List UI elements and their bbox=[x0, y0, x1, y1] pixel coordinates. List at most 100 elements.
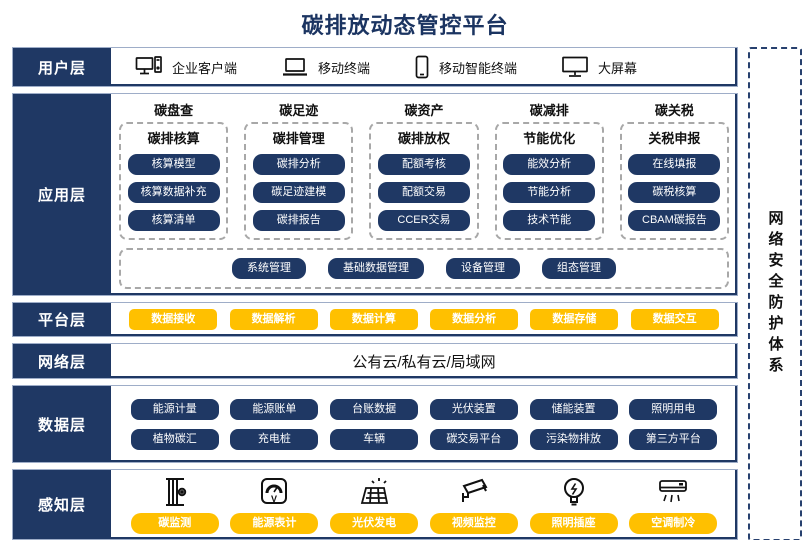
perception-item: 视频监控 bbox=[429, 476, 518, 534]
data-chip: 污染物排放 bbox=[529, 428, 618, 450]
app-module-chip: 配额考核 bbox=[377, 154, 470, 175]
platform-chip: 数据接收 bbox=[129, 309, 218, 330]
svg-text:V: V bbox=[271, 494, 277, 504]
perception-item: 光伏发电 bbox=[330, 476, 419, 534]
perception-layer: 感知层 碳监测 bbox=[12, 469, 738, 540]
big-screen-icon bbox=[561, 55, 589, 79]
energy-meter-icon: V bbox=[257, 476, 291, 508]
user-item: 移动终端 bbox=[281, 56, 370, 78]
app-column: 碳资产 碳排放权 配额考核 配额交易 CCER交易 bbox=[369, 100, 479, 240]
user-item-label: 大屏幕 bbox=[598, 60, 638, 76]
data-chip: 充电桩 bbox=[230, 428, 319, 450]
user-item: 移动智能终端 bbox=[414, 55, 517, 79]
data-chip: 光伏装置 bbox=[429, 398, 518, 420]
data-chip: 车辆 bbox=[330, 428, 419, 450]
perception-item: V 能源表计 bbox=[230, 476, 319, 534]
platform-chip: 数据交互 bbox=[630, 309, 719, 330]
app-column-subtitle: 关税申报 bbox=[648, 131, 701, 146]
app-column: 碳盘查 碳排核算 核算模型 核算数据补充 核算清单 bbox=[119, 100, 229, 240]
platform-chip: 数据解析 bbox=[229, 309, 318, 330]
app-common-box: 系统管理 基础数据管理 设备管理 组态管理 bbox=[119, 248, 729, 289]
data-layer-content: 能源计量 能源账单 台账数据 光伏装置 储能装置 照明用电 植物碳汇 充电桩 车… bbox=[111, 386, 737, 462]
diagram-body: 用户层 企业客户端 bbox=[0, 47, 810, 540]
user-layer-content: 企业客户端 移动终端 bbox=[111, 48, 737, 86]
perception-layer-label: 感知层 bbox=[13, 470, 111, 539]
data-chip: 植物碳汇 bbox=[130, 428, 219, 450]
data-chip: 能源计量 bbox=[130, 398, 219, 420]
app-column-title: 碳关税 bbox=[654, 103, 694, 118]
user-item-label: 移动终端 bbox=[318, 60, 371, 76]
network-layer: 网络层 公有云/私有云/局域网 bbox=[12, 343, 738, 379]
network-layer-text: 公有云/私有云/局域网 bbox=[352, 353, 496, 371]
security-box-label: 网络安全防护体系 bbox=[766, 210, 784, 378]
data-chip: 台账数据 bbox=[330, 398, 419, 420]
user-item-label: 移动智能终端 bbox=[439, 60, 518, 76]
app-column: 碳足迹 碳排管理 碳排分析 碳足迹建模 碳排报告 bbox=[244, 100, 354, 240]
app-column-box: 碳排放权 配额考核 配额交易 CCER交易 bbox=[369, 122, 479, 240]
platform-layer-content: 数据接收 数据解析 数据计算 数据分析 数据存储 数据交互 bbox=[111, 303, 737, 336]
app-column-subtitle: 节能优化 bbox=[523, 131, 576, 146]
perception-item: 碳监测 bbox=[130, 476, 219, 534]
app-column-title: 碳盘查 bbox=[154, 103, 194, 118]
app-common-chip: 设备管理 bbox=[446, 258, 520, 279]
app-module-chip: 配额交易 bbox=[377, 182, 470, 203]
solar-power-icon bbox=[357, 476, 391, 508]
platform-layer-label: 平台层 bbox=[13, 303, 111, 336]
app-module-chip: 节能分析 bbox=[503, 182, 596, 203]
security-box: 网络安全防护体系 bbox=[748, 47, 802, 540]
app-column-subtitle: 碳排核算 bbox=[147, 131, 200, 146]
laptop-icon bbox=[281, 56, 309, 78]
application-layer-content: 碳盘查 碳排核算 核算模型 核算数据补充 核算清单 碳足迹 碳排管理 bbox=[111, 94, 737, 295]
smartphone-icon bbox=[414, 55, 430, 79]
app-column-box: 关税申报 在线填报 碳税核算 CBAM碳报告 bbox=[619, 122, 729, 240]
app-module-chip: 碳排分析 bbox=[252, 154, 345, 175]
app-module-chip: 核算数据补充 bbox=[127, 182, 220, 203]
app-column-title: 碳资产 bbox=[404, 103, 444, 118]
perception-label: 碳监测 bbox=[130, 512, 219, 534]
user-layer-label: 用户层 bbox=[13, 48, 111, 86]
carbon-monitor-icon bbox=[158, 476, 192, 508]
application-layer-label: 应用层 bbox=[13, 94, 111, 295]
light-socket-icon bbox=[559, 476, 589, 508]
app-module-chip: 能效分析 bbox=[503, 154, 596, 175]
data-chip: 照明用电 bbox=[629, 398, 718, 420]
app-module-chip: 技术节能 bbox=[503, 210, 596, 231]
app-column: 碳关税 关税申报 在线填报 碳税核算 CBAM碳报告 bbox=[619, 100, 729, 240]
data-layer-label: 数据层 bbox=[13, 386, 111, 462]
app-module-chip: 在线填报 bbox=[628, 154, 721, 175]
app-column-box: 节能优化 能效分析 节能分析 技术节能 bbox=[494, 122, 604, 240]
app-column-box: 碳排核算 核算模型 核算数据补充 核算清单 bbox=[119, 122, 229, 240]
application-columns: 碳盘查 碳排核算 核算模型 核算数据补充 核算清单 碳足迹 碳排管理 bbox=[119, 100, 729, 240]
data-chip: 碳交易平台 bbox=[429, 428, 518, 450]
layer-stack: 用户层 企业客户端 bbox=[12, 47, 738, 540]
app-module-chip: CBAM碳报告 bbox=[628, 210, 721, 231]
app-common-chip: 基础数据管理 bbox=[328, 258, 424, 279]
perception-layer-content: 碳监测 V 能源表计 bbox=[111, 470, 737, 539]
app-column-subtitle: 碳排放权 bbox=[397, 131, 450, 146]
app-column-subtitle: 碳排管理 bbox=[272, 131, 325, 146]
app-module-chip: 核算清单 bbox=[127, 210, 220, 231]
data-chip: 第三方平台 bbox=[629, 428, 718, 450]
perception-label: 照明插座 bbox=[529, 512, 618, 534]
data-layer: 数据层 能源计量 能源账单 台账数据 光伏装置 储能装置 照明用电 植物碳汇 充… bbox=[12, 385, 738, 463]
platform-chip: 数据计算 bbox=[329, 309, 418, 330]
page-title: 碳排放动态管控平台 bbox=[301, 13, 509, 38]
data-chip: 储能装置 bbox=[529, 398, 618, 420]
app-common-chip: 组态管理 bbox=[542, 258, 616, 279]
app-module-chip: 核算模型 bbox=[127, 154, 220, 175]
air-conditioner-icon bbox=[655, 476, 691, 508]
user-item: 大屏幕 bbox=[561, 55, 637, 79]
user-layer: 用户层 企业客户端 bbox=[12, 47, 738, 87]
perception-item: 照明插座 bbox=[529, 476, 618, 534]
user-item: 企业客户端 bbox=[135, 55, 237, 79]
app-column-title: 碳足迹 bbox=[279, 103, 319, 118]
app-column-box: 碳排管理 碳排分析 碳足迹建模 碳排报告 bbox=[244, 122, 354, 240]
app-column-title: 碳减排 bbox=[529, 103, 569, 118]
perception-item: 空调制冷 bbox=[629, 476, 718, 534]
app-column: 碳减排 节能优化 能效分析 节能分析 技术节能 bbox=[494, 100, 604, 240]
app-module-chip: 碳税核算 bbox=[628, 182, 721, 203]
app-module-chip: 碳排报告 bbox=[252, 210, 345, 231]
platform-layer: 平台层 数据接收 数据解析 数据计算 数据分析 数据存储 数据交互 bbox=[12, 302, 738, 337]
network-layer-label: 网络层 bbox=[13, 344, 111, 378]
perception-label: 视频监控 bbox=[429, 512, 518, 534]
